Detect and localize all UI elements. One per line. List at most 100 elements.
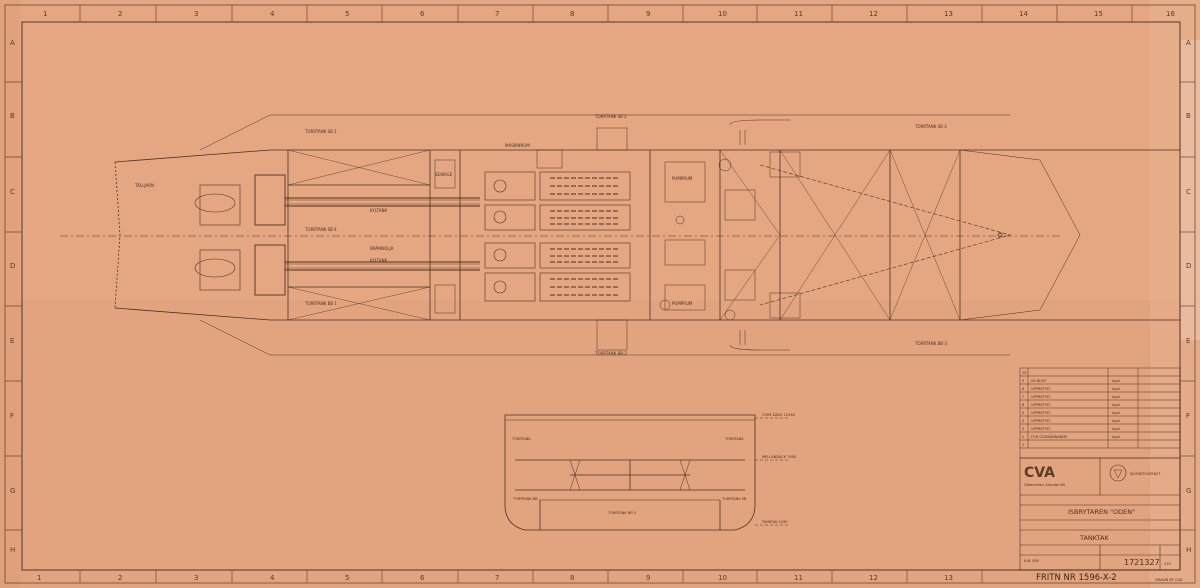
- svg-text:G: G: [10, 487, 15, 495]
- svg-text:TORRTANK SB 2: TORRTANK SB 2: [594, 114, 627, 119]
- ship-name: ISBRYTAREN "ODEN": [1068, 508, 1135, 516]
- svg-text:TORRTANK BB: TORRTANK BB: [512, 497, 538, 501]
- svg-text:1: 1: [43, 10, 47, 18]
- svg-text:B: B: [1186, 112, 1191, 120]
- revision-table: [1019, 367, 1181, 459]
- svg-text:N.B. 850: N.B. 850: [1024, 559, 1039, 563]
- svg-text:UPPRÄTTAT: UPPRÄTTAT: [1031, 402, 1051, 407]
- revision-rows: 10 9 AS BUILT Agm 8 UPPRÄTTAT Agm 7 UPPR…: [1022, 371, 1121, 447]
- svg-text:G: G: [1186, 487, 1191, 495]
- column-labels-top: 1 2 3 4 5 6 7 8 9 10 11 12 13 14 15 16: [43, 10, 1175, 18]
- svg-text:4: 4: [270, 10, 275, 18]
- svg-text:2: 2: [118, 10, 122, 18]
- svg-text:H: H: [10, 546, 15, 554]
- svg-text:2: 2: [1022, 435, 1024, 439]
- svg-text:Götaverken Arendal AB: Götaverken Arendal AB: [1024, 483, 1065, 487]
- svg-text:TORRTANK SB: TORRTANK SB: [721, 497, 747, 501]
- svg-text:Agm: Agm: [1112, 419, 1121, 423]
- svg-text:4: 4: [1022, 419, 1025, 423]
- column-labels-bottom: 1 2 3 4 5 6 7 8 9 10 11 12 13: [37, 574, 953, 582]
- svg-text:3: 3: [194, 574, 198, 582]
- svg-text:7: 7: [1022, 395, 1024, 399]
- main-engines: [484, 171, 631, 302]
- svg-text:219: 219: [1164, 562, 1171, 566]
- svg-text:11: 11: [794, 10, 803, 18]
- svg-text:6: 6: [420, 10, 425, 18]
- svg-text:UPPRÄTTAT: UPPRÄTTAT: [1031, 410, 1051, 415]
- svg-text:15: 15: [1094, 10, 1103, 18]
- svg-text:KYLTANK: KYLTANK: [370, 208, 387, 213]
- svg-text:9: 9: [646, 574, 650, 582]
- svg-text:H: H: [1186, 546, 1191, 554]
- midship-section-view: [504, 414, 790, 531]
- svg-text:B: B: [10, 112, 15, 120]
- svg-text:12: 12: [869, 10, 878, 18]
- svg-text:2: 2: [118, 574, 122, 582]
- svg-text:TORRTANK BB 1: TORRTANK BB 1: [304, 301, 337, 306]
- svg-text:5: 5: [345, 574, 349, 582]
- svg-text:UPPRÄTTAT: UPPRÄTTAT: [1031, 394, 1051, 399]
- svg-text:C: C: [1186, 188, 1191, 196]
- svg-text:13: 13: [944, 10, 953, 18]
- svg-text:A: A: [1186, 39, 1191, 47]
- fritn-stamp: FRITN NR 1596-X-2 DRAWN BY CAD: [1036, 573, 1183, 583]
- svg-text:7: 7: [495, 10, 499, 18]
- section-labels: ÖVRE DÄCK 12560 MELLANDÄCK 7980 TANKTAK …: [511, 412, 796, 524]
- row-labels: A B C D E F G H A B C D E F G H: [10, 39, 1191, 554]
- svg-text:3: 3: [1022, 427, 1024, 431]
- svg-text:10: 10: [1022, 371, 1026, 375]
- svg-text:E: E: [1186, 337, 1190, 345]
- svg-text:16: 16: [1166, 10, 1175, 18]
- svg-text:9: 9: [646, 10, 650, 18]
- hull-outline: [114, 149, 1180, 321]
- svg-text:DRAWN BY CAD: DRAWN BY CAD: [1155, 578, 1183, 582]
- svg-text:D: D: [10, 262, 15, 270]
- svg-text:6: 6: [1022, 403, 1024, 407]
- svg-text:FRITN NR 1596-X-2: FRITN NR 1596-X-2: [1036, 573, 1117, 583]
- svg-text:7: 7: [495, 574, 499, 582]
- drawing-title: TANKTAK: [1079, 534, 1109, 542]
- svg-text:PUMPRUM: PUMPRUM: [672, 176, 693, 181]
- svg-text:ÖVRE DÄCK 12560: ÖVRE DÄCK 12560: [762, 412, 795, 417]
- svg-text:TORRTANK SB 4: TORRTANK SB 4: [304, 227, 337, 232]
- svg-text:13: 13: [944, 574, 953, 582]
- svg-text:F: F: [10, 412, 14, 420]
- svg-text:Agm: Agm: [1112, 435, 1121, 439]
- svg-text:TORRTANK BB 2: TORRTANK BB 2: [594, 351, 627, 356]
- svg-text:TORRTANK SB 3: TORRTANK SB 3: [914, 124, 947, 129]
- svg-text:TORRTANK NR 5: TORRTANK NR 5: [607, 511, 636, 515]
- svg-text:E: E: [10, 337, 14, 345]
- svg-text:Agm: Agm: [1112, 379, 1121, 383]
- svg-text:10: 10: [718, 10, 727, 18]
- drawing-frame: [4, 4, 1196, 584]
- svg-text:Agm: Agm: [1112, 395, 1121, 399]
- svg-text:14: 14: [1019, 10, 1028, 18]
- drawing-number: 1721327: [1124, 558, 1160, 567]
- svg-text:8: 8: [1022, 387, 1024, 391]
- svg-text:5: 5: [1022, 411, 1024, 415]
- svg-text:3: 3: [194, 10, 198, 18]
- svg-text:AS BUILT: AS BUILT: [1031, 379, 1047, 383]
- svg-text:TORRTANK: TORRTANK: [724, 437, 744, 441]
- svg-text:Agm: Agm: [1112, 403, 1121, 407]
- section-outline: [504, 414, 756, 531]
- svg-text:SEWAGE: SEWAGE: [435, 172, 453, 177]
- svg-text:Agm: Agm: [1112, 411, 1121, 415]
- svg-text:12: 12: [869, 574, 878, 582]
- svg-text:4: 4: [270, 574, 275, 582]
- pump-room-equipment: [434, 119, 801, 351]
- svg-text:TANKTAK 1290: TANKTAK 1290: [761, 520, 787, 524]
- svg-text:KYLTANK: KYLTANK: [370, 258, 387, 263]
- svg-text:MELLANDÄCK 7980: MELLANDÄCK 7980: [762, 454, 796, 459]
- svg-text:1: 1: [1022, 443, 1024, 447]
- svg-text:TÄLLJARN: TÄLLJARN: [134, 183, 154, 188]
- svg-text:10: 10: [718, 574, 727, 582]
- title-block: [1019, 457, 1181, 571]
- svg-text:TORRTANK BB 3: TORRTANK BB 3: [914, 341, 947, 346]
- svg-text:MASKINRUM: MASKINRUM: [505, 143, 530, 148]
- svg-text:TORRTANK: TORRTANK: [511, 437, 531, 441]
- svg-text:UPPRÄTTAT: UPPRÄTTAT: [1031, 426, 1051, 431]
- svg-text:9: 9: [1022, 379, 1024, 383]
- tank-top-plan-view: [60, 114, 1180, 356]
